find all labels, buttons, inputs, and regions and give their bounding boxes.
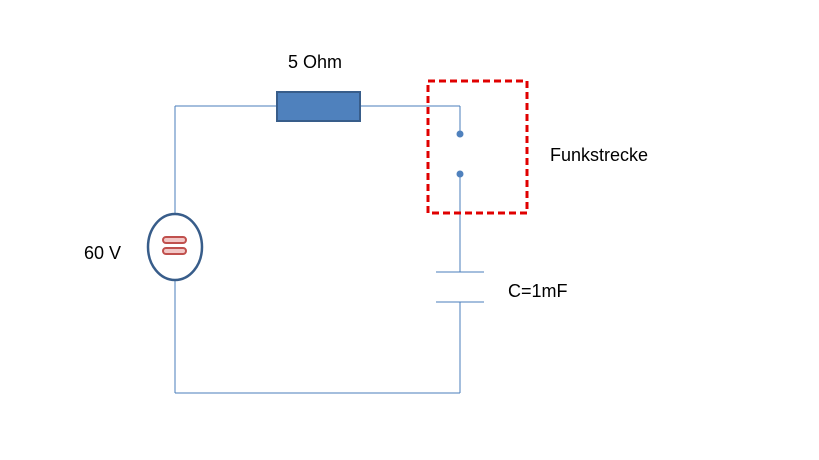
circuit-wires <box>174 105 461 394</box>
voltage-source-label: 60 V <box>84 243 122 263</box>
ac-voltage-source-icon <box>146 212 204 282</box>
source-bar-lower <box>162 247 187 255</box>
spark-contact-upper <box>456 130 464 138</box>
spark-gap-icon <box>426 79 529 215</box>
resistor-label: 5 Ohm <box>288 52 343 72</box>
source-bar-upper <box>162 236 187 244</box>
capacitor-icon <box>436 271 484 303</box>
spark-gap-box <box>426 79 529 215</box>
capacitor-label: C=1mF <box>508 281 568 301</box>
resistor-icon <box>276 91 361 122</box>
spark-contact-lower <box>456 170 464 178</box>
spark-gap-label: Funkstrecke <box>550 145 649 165</box>
